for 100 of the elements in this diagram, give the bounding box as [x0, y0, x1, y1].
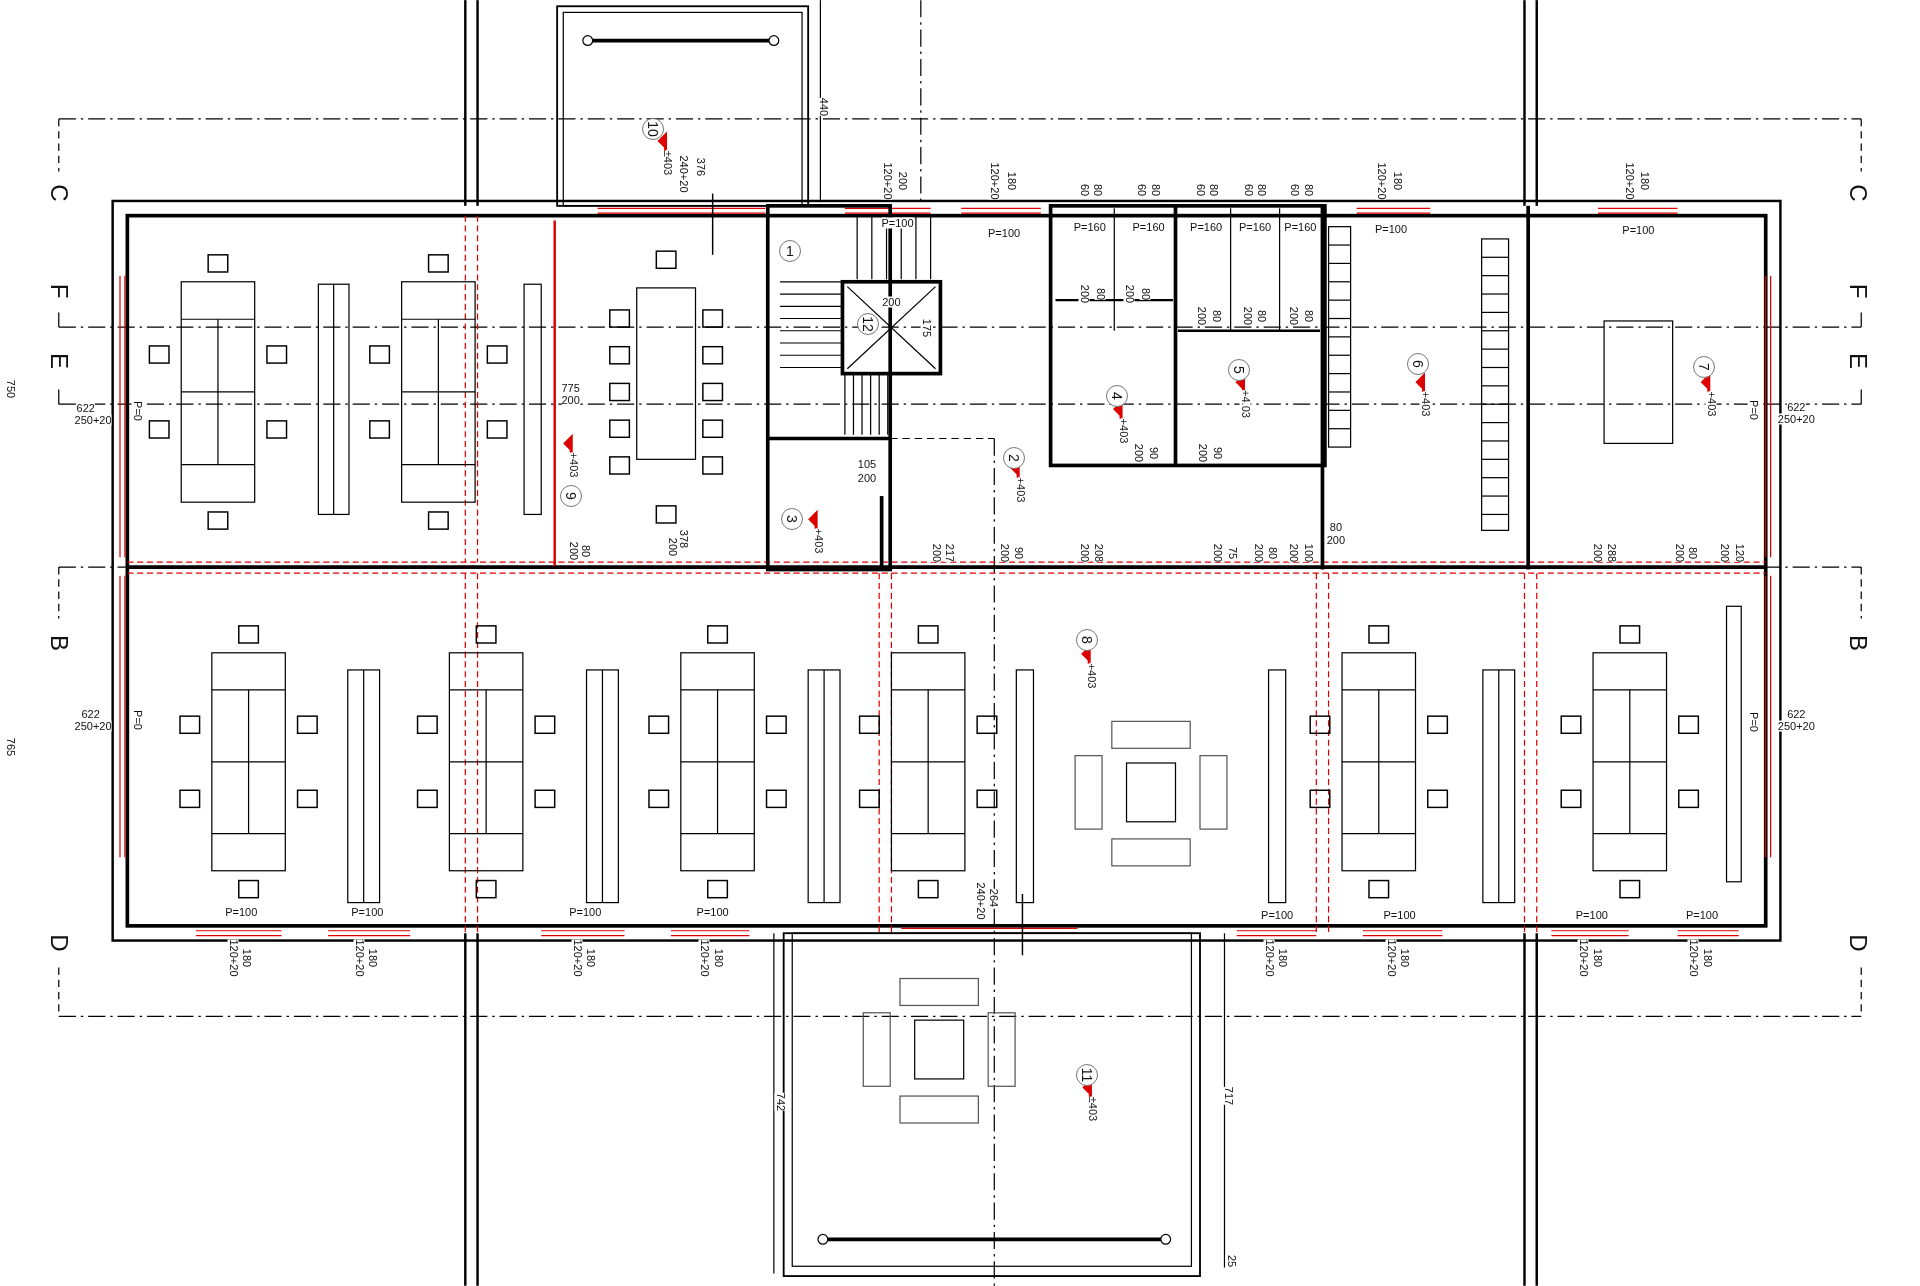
level-mark: +403	[1085, 663, 1097, 689]
level-mark: +4.03	[1239, 390, 1251, 418]
dimension-label: 717	[1222, 1086, 1234, 1106]
dimension-label: 376	[694, 157, 706, 176]
dimension-label: 80	[1255, 309, 1267, 323]
dimension-label: 200	[1211, 544, 1223, 563]
dimension-label: 60	[1242, 183, 1254, 196]
dimension-label: 622	[1787, 708, 1806, 720]
dimension-label: 200	[930, 544, 941, 563]
dimension-label: 180	[712, 948, 724, 967]
dimension-label: 80	[1686, 547, 1698, 560]
dimension-label: 120+20	[1687, 939, 1699, 977]
dimension-label: 60	[1288, 183, 1300, 196]
dimension-label: 180	[1399, 948, 1410, 967]
room-number: 3	[781, 508, 804, 531]
dimension-label: 250+20	[1777, 413, 1815, 425]
dimension-label: 80	[1094, 287, 1106, 300]
dimension-label: 622	[76, 402, 95, 414]
dimension-label: P=160	[1284, 221, 1317, 232]
dimension-label: 120+20	[353, 939, 365, 977]
dimension-label: 60	[1194, 183, 1206, 196]
dimension-label: 180	[584, 948, 596, 967]
dimension-label: 750	[4, 380, 16, 399]
dimension-label: 240+20	[677, 155, 689, 193]
dimension-label: 80	[1302, 183, 1314, 196]
dimension-label: 180	[240, 948, 252, 967]
dimension-label: 200	[1326, 534, 1346, 546]
dimension-label: 250+20	[74, 414, 112, 426]
dimension-label: P=0	[131, 710, 143, 730]
level-mark: +403	[567, 452, 579, 478]
dimension-label: 200	[1241, 306, 1252, 326]
dimension-label: 120+20	[227, 939, 239, 977]
dimension-label: 80	[1207, 183, 1219, 196]
room-number: 2	[1002, 446, 1025, 469]
level-mark: ±403	[661, 150, 673, 176]
level-mark: +403	[1117, 418, 1129, 444]
dimension-label: P=100	[1575, 909, 1608, 921]
dimension-label: P=160	[1190, 221, 1223, 232]
dimension-label: P=160	[1132, 221, 1165, 232]
dimension-label: 80	[1266, 547, 1278, 560]
level-mark: ±403	[1086, 1097, 1098, 1122]
dimension-label: 775	[561, 382, 580, 394]
dimension-label: 217	[943, 544, 955, 563]
dimension-label: 120+20	[1577, 939, 1589, 977]
room-number: 5	[1228, 358, 1251, 381]
dimension-label: 200	[1673, 544, 1685, 563]
dimension-label: 264	[987, 888, 999, 907]
dimension-label: 200	[1078, 284, 1090, 304]
dimension-label: 120+20	[881, 162, 892, 200]
dimension-label: 80	[1149, 183, 1161, 196]
dimension-label: 200	[1287, 306, 1299, 326]
dimension-label: 80	[1329, 521, 1343, 532]
dimension-label: 200	[1195, 306, 1207, 326]
dimension-label: 250+20	[74, 720, 112, 732]
dimension-label: P=0	[131, 401, 143, 422]
dimension-label: 180	[1701, 948, 1713, 967]
dimension-label: P=160	[1073, 221, 1106, 232]
dimension-label: 75	[1226, 547, 1238, 560]
dimension-label: P=100	[696, 906, 729, 918]
dimension-label: 120+20	[988, 162, 1000, 200]
dimension-label: 250+20	[1777, 720, 1815, 732]
room-number: 9	[559, 484, 582, 507]
room-number: 6	[1406, 352, 1429, 375]
dimension-label: P=100	[881, 217, 914, 229]
dimension-label: 378	[677, 529, 689, 548]
dimension-label: P=100	[988, 227, 1021, 239]
dimension-label: 90	[1211, 446, 1223, 460]
dimension-label: 175	[920, 319, 932, 338]
dimension-label: 200	[1591, 544, 1603, 563]
dimension-label: 80	[1255, 183, 1267, 196]
dimension-label: 200	[857, 472, 877, 484]
dimension-label: 100	[1302, 544, 1314, 563]
dimension-label: 200	[1718, 544, 1730, 563]
dimension-label: P=100	[569, 906, 602, 918]
dimension-label: 765	[4, 737, 16, 757]
dimension-label: P=100	[1685, 909, 1719, 921]
room-number: 11	[1076, 1064, 1099, 1087]
dimension-label: P=0	[1747, 400, 1759, 421]
dimension-label: P=100	[1383, 909, 1416, 921]
dimension-label: 80	[1302, 309, 1314, 323]
dimension-label: 180	[1591, 948, 1603, 967]
dimension-label: 200	[1287, 544, 1299, 563]
room-number: 7	[1693, 356, 1716, 379]
dimension-label: 200	[1252, 544, 1264, 563]
dimension-label: 180	[1391, 172, 1403, 191]
dimension-label: 200	[1123, 284, 1135, 304]
dimension-label: 180	[1276, 948, 1288, 967]
dimension-label: 105	[857, 458, 877, 470]
dimension-label: P=100	[225, 906, 258, 918]
dimension-label: 200	[1078, 544, 1090, 563]
dimension-label: 200	[666, 538, 678, 557]
dimension-label: 180	[1005, 172, 1017, 191]
dimension-label: 200	[561, 394, 580, 406]
dimension-label: 180	[1639, 172, 1650, 191]
dimension-label: 742	[774, 1092, 786, 1112]
dimension-label: P=100	[1261, 909, 1294, 921]
dimension-label: 240+20	[974, 882, 986, 920]
dimension-label: 60	[1078, 183, 1090, 196]
dimension-label: 80	[1139, 287, 1151, 300]
dimension-label: 120	[1733, 544, 1745, 563]
